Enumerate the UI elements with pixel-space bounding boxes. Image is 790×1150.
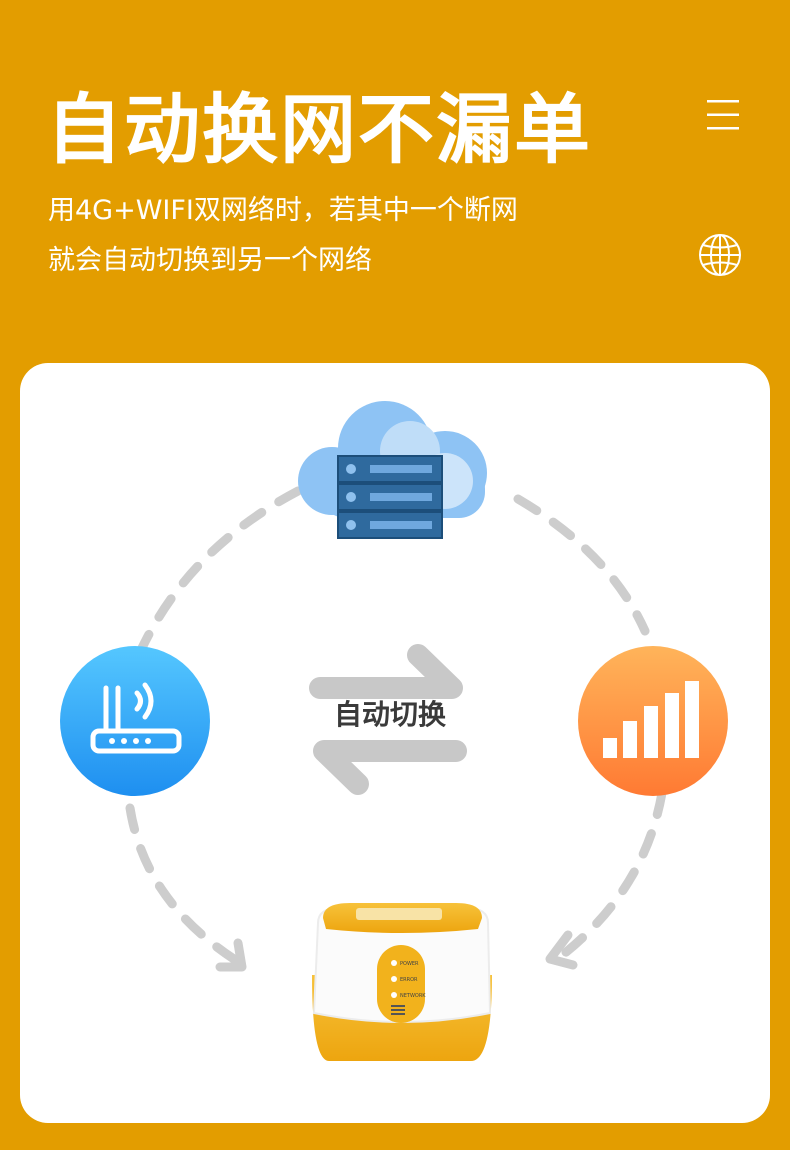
device-led-power: POWER <box>400 961 419 967</box>
switch-arrows-icon <box>309 644 467 795</box>
subtitle-line-1: 用4G+WIFI双网络时，若其中一个断网 <box>48 195 518 226</box>
connection-dashes <box>125 486 667 968</box>
printer-device-icon: POWER ERROR NETWORK <box>312 903 492 1062</box>
signal-bars-icon <box>578 646 728 796</box>
device-led-network: NETWORK <box>400 993 426 999</box>
arrowheads <box>215 930 578 972</box>
menu-icon[interactable] <box>705 98 741 132</box>
auto-switch-label: 自动切换 <box>333 698 446 731</box>
diagram-card: POWER ERROR NETWORK 自动切换 <box>20 363 770 1123</box>
page-title: 自动换网不漏单 <box>46 85 592 174</box>
cloud-server-icon <box>298 401 487 539</box>
device-led-error: ERROR <box>400 977 418 983</box>
globe-icon[interactable] <box>697 232 743 278</box>
router-icon <box>60 646 210 796</box>
subtitle-line-2: 就会自动切换到另一个网络 <box>48 245 372 276</box>
